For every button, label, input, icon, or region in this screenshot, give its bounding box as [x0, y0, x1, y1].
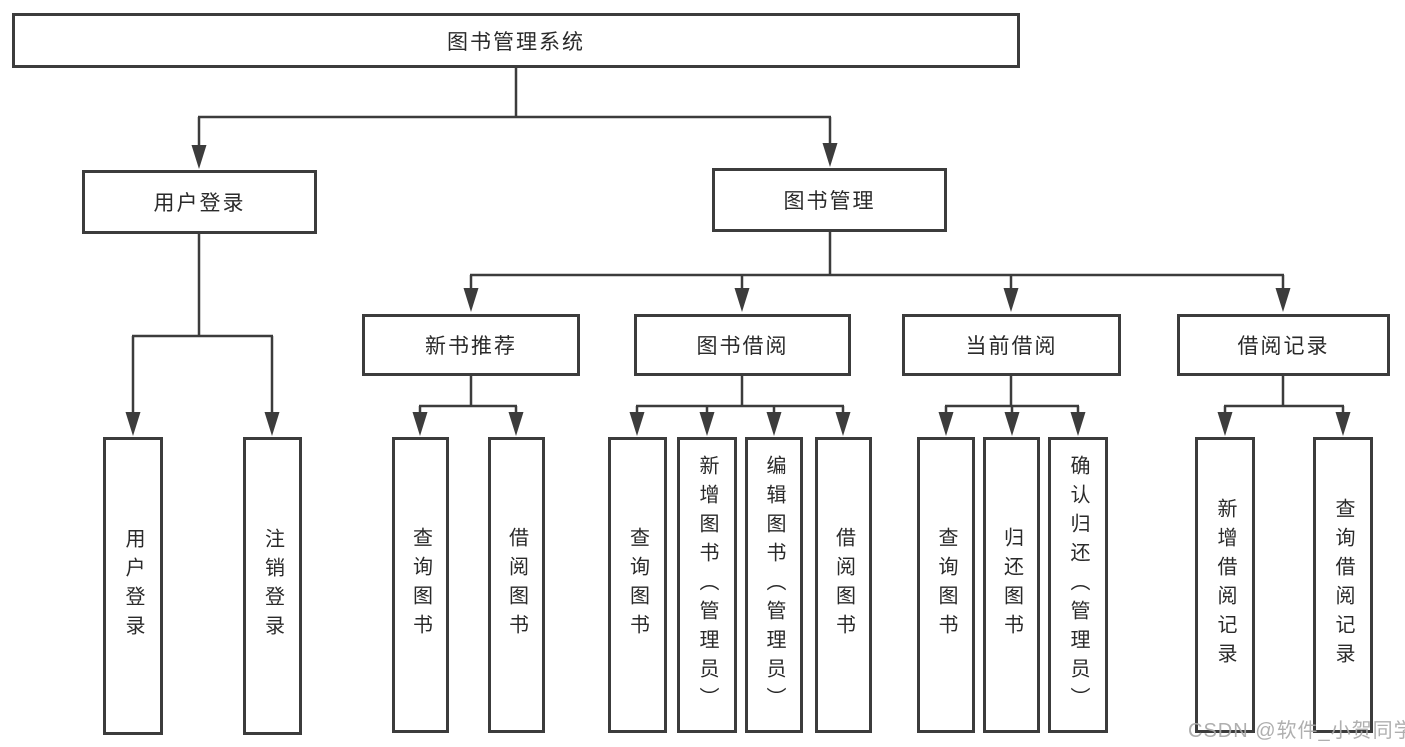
node-label: 查询图书	[409, 527, 432, 643]
node-label: 图书借阅	[696, 335, 789, 358]
connector-root-to-level2	[191, 68, 838, 169]
node-label: 新增图书（管理员）	[696, 454, 718, 716]
node-leaf-confirm-return-admin: 确认归还（管理员）	[1048, 437, 1108, 733]
node-leaf-query-books-1: 查询图书	[392, 437, 449, 733]
connector-current-borrow-to-leaves	[938, 376, 1086, 436]
node-leaf-query-books-2: 查询图书	[608, 437, 667, 733]
node-new-book-recommend: 新书推荐	[362, 314, 580, 376]
node-leaf-edit-book-admin: 编辑图书（管理员）	[745, 437, 803, 733]
node-label: 借阅图书	[505, 527, 528, 643]
node-label: 注销登录	[261, 528, 284, 644]
node-label: 归还图书	[1000, 527, 1023, 643]
node-leaf-add-book-admin: 新增图书（管理员）	[677, 437, 737, 733]
node-label: 查询借阅记录	[1332, 498, 1354, 672]
node-label: 查询图书	[626, 527, 649, 643]
node-current-borrow: 当前借阅	[902, 314, 1121, 376]
connector-user-login-to-leaves	[125, 234, 280, 436]
node-leaf-borrow-books-1: 借阅图书	[488, 437, 545, 733]
node-leaf-logout: 注销登录	[243, 437, 302, 735]
node-leaf-return-book: 归还图书	[983, 437, 1040, 733]
node-label: 图书管理系统	[447, 30, 585, 54]
node-label: 用户登录	[153, 192, 246, 215]
connector-book-borrow-to-leaves	[629, 376, 851, 436]
node-label: 图书管理	[783, 190, 876, 213]
connector-book-management-to-level3	[463, 232, 1291, 312]
node-label: 编辑图书（管理员）	[763, 454, 785, 716]
connector-new-book-recommend-to-leaves	[412, 376, 524, 436]
node-label: 当前借阅	[965, 335, 1058, 358]
node-root-library-management-system: 图书管理系统	[12, 13, 1020, 68]
node-label: 借阅图书	[832, 527, 855, 643]
connector-borrow-records-to-leaves	[1217, 376, 1351, 436]
node-leaf-query-books-3: 查询图书	[917, 437, 975, 733]
node-book-management: 图书管理	[712, 168, 947, 232]
node-label: 借阅记录	[1237, 335, 1330, 358]
node-label: 新增借阅记录	[1214, 498, 1236, 672]
node-label: 新书推荐	[425, 335, 517, 358]
node-label: 确认归还（管理员）	[1067, 454, 1089, 716]
node-leaf-add-borrow-record: 新增借阅记录	[1195, 437, 1255, 733]
node-label: 查询图书	[935, 527, 957, 643]
node-book-borrow: 图书借阅	[634, 314, 851, 376]
node-leaf-query-borrow-record: 查询借阅记录	[1313, 437, 1373, 733]
node-borrow-records: 借阅记录	[1177, 314, 1390, 376]
node-leaf-user-login: 用户登录	[103, 437, 163, 735]
node-user-login-branch: 用户登录	[82, 170, 317, 234]
node-leaf-borrow-books-2: 借阅图书	[815, 437, 872, 733]
node-label: 用户登录	[122, 528, 144, 644]
